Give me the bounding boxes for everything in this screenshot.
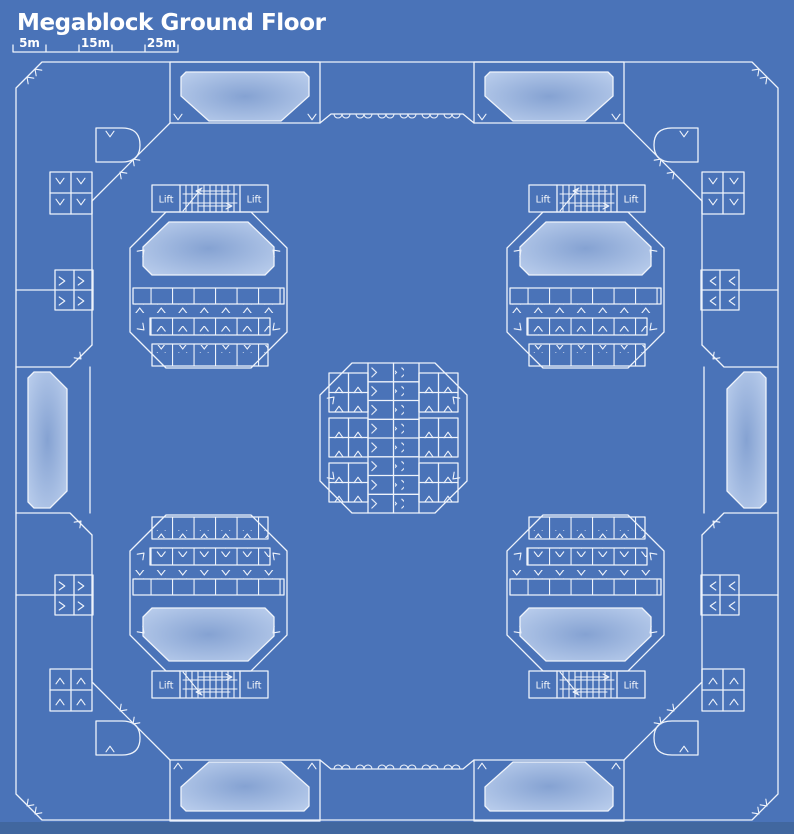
scallop-wall-top xyxy=(319,113,475,124)
corner-rooms-bottom-right xyxy=(624,669,770,817)
scallop-wall-bottom xyxy=(319,759,475,770)
scale-bar: 5m 15m 25m xyxy=(12,36,179,53)
lift-label: Lift xyxy=(159,681,174,692)
scale-label: 5m xyxy=(19,36,40,50)
page-title: Megablock Ground Floor xyxy=(17,10,327,36)
corner-rooms-top-left xyxy=(24,66,170,214)
hall-bottom-left xyxy=(170,760,320,821)
lift-label: Lift xyxy=(624,195,639,206)
header: Megablock Ground Floor 5m 15m 25m xyxy=(12,10,327,53)
footer-strip xyxy=(0,822,794,834)
tower-bottom-left xyxy=(130,515,287,698)
tower-bottom-right xyxy=(507,515,664,698)
hall-bottom-right xyxy=(474,760,624,821)
hall-left xyxy=(16,345,92,535)
lift-label: Lift xyxy=(159,195,174,206)
inner-ring-walls xyxy=(15,200,779,682)
lift-labels: Lift Lift Lift Lift Lift Lift Lift Lift xyxy=(159,195,639,692)
lift-label: Lift xyxy=(247,681,262,692)
lift-label: Lift xyxy=(536,195,551,206)
corner-rooms-bottom-left xyxy=(24,669,170,817)
lift-label: Lift xyxy=(624,681,639,692)
scale-label: 15m xyxy=(81,36,110,50)
lift-label: Lift xyxy=(247,195,262,206)
tower-top-right xyxy=(507,185,664,368)
corner-rooms-top-right xyxy=(624,66,770,214)
hall-top-right xyxy=(474,62,624,123)
tower-top-left xyxy=(130,185,287,368)
lift-label: Lift xyxy=(536,681,551,692)
hall-right xyxy=(702,345,778,535)
scale-label: 25m xyxy=(147,36,176,50)
outer-wall xyxy=(15,61,779,821)
hall-top-left xyxy=(170,62,320,123)
central-block xyxy=(319,362,468,514)
